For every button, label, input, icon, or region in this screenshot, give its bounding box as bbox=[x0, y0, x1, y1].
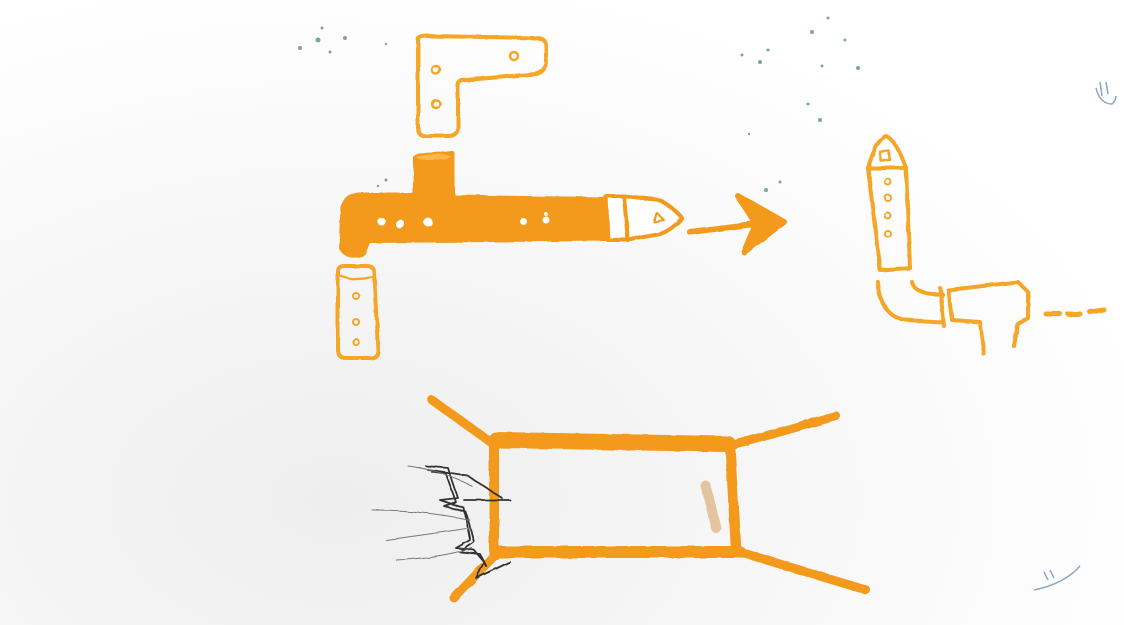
arrow bbox=[690, 196, 784, 252]
continuation-dashes bbox=[1046, 310, 1104, 314]
cone-tip bbox=[606, 196, 682, 240]
straight-tube bbox=[338, 266, 378, 358]
horizontal-pipe-assembly bbox=[342, 153, 610, 255]
corner-mark-top-right bbox=[1096, 82, 1116, 104]
corner-mark-bottom-right bbox=[1034, 566, 1080, 590]
speckle-marks bbox=[298, 17, 860, 193]
elbow-piece bbox=[418, 36, 546, 136]
assembled-vertical-tube bbox=[868, 136, 1028, 354]
